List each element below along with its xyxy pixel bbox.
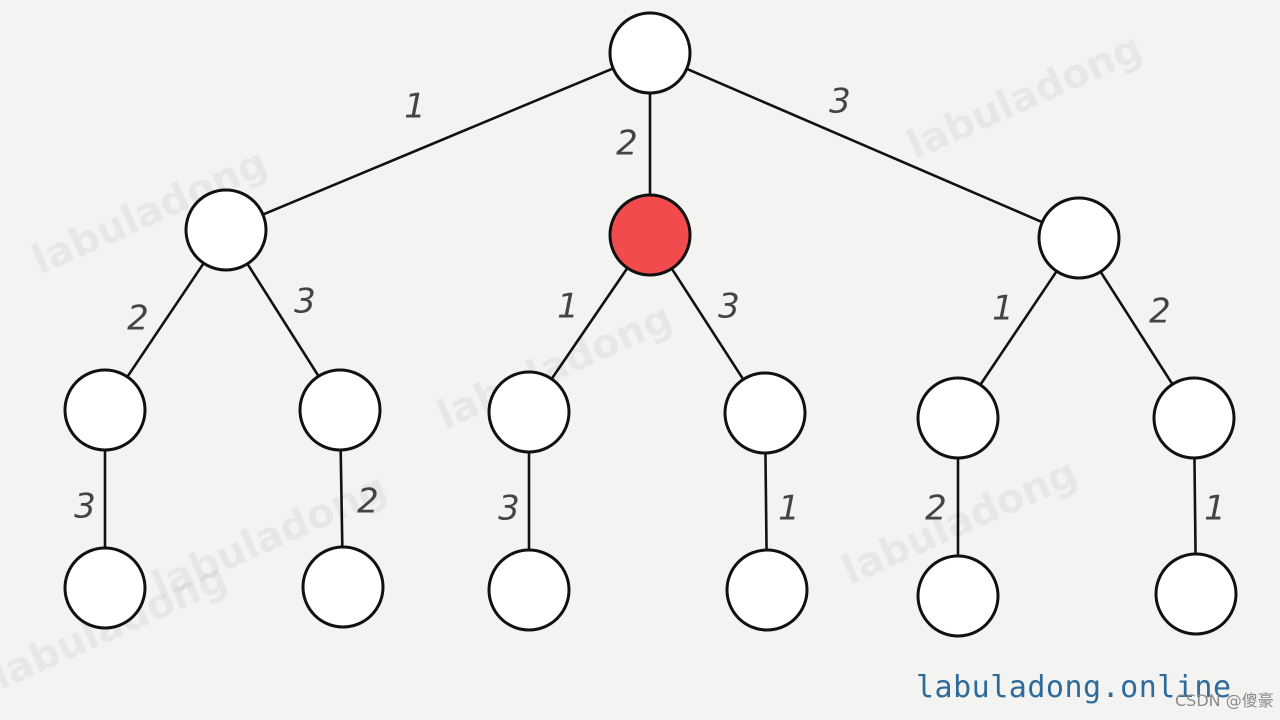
edge-label-n3-n3b: 2: [1149, 292, 1171, 332]
edge-label-n2b-n2b_leaf: 1: [778, 489, 800, 529]
edge-label-root-n3: 3: [829, 82, 851, 122]
edge-label-n1-n1a: 2: [127, 299, 149, 339]
edge-label-n1a-n1a_leaf: 3: [74, 487, 96, 527]
credit-text: CSDN @傻豪: [1175, 691, 1274, 710]
tree-node-n3b: [1152, 376, 1236, 460]
tree-node-n1b_leaf: [301, 545, 385, 629]
tree-node-root: [608, 11, 692, 95]
edge-n3b-n3b_leaf: [1193, 456, 1197, 556]
tree-node-n3a: [916, 376, 1000, 460]
tree-node-n1b: [298, 368, 382, 452]
tree-node-n2a_leaf: [487, 548, 571, 632]
tree-node-n2b_leaf: [725, 548, 809, 632]
edge-label-n1b-n1b_leaf: 2: [357, 482, 379, 522]
tree-node-n2b: [723, 371, 807, 455]
edge-n1-n1b: [246, 262, 320, 378]
edge-n1b-n1b_leaf: [339, 448, 344, 549]
tree-node-n1a: [63, 368, 147, 452]
edge-label-n3a-n3a_leaf: 2: [925, 489, 947, 529]
edge-label-n3b-n3b_leaf: 1: [1204, 489, 1226, 529]
edge-label-n1-n1b: 3: [294, 282, 316, 322]
edge-label-root-n1: 1: [404, 87, 426, 127]
tree-node-n1a_leaf: [63, 546, 147, 630]
edge-n3-n3b: [1099, 270, 1174, 386]
site-url: labuladong.online: [916, 670, 1232, 705]
edge-label-root-n2: 2: [616, 124, 638, 164]
edge-n1-n1a: [126, 261, 205, 379]
edge-n2b-n2b_leaf: [764, 451, 768, 552]
edge-n3-n3a: [979, 269, 1058, 387]
edge-n2-n2a: [550, 266, 629, 381]
edge-root-n1: [261, 67, 615, 216]
edge-label-n3-n3a: 1: [992, 289, 1014, 329]
edge-label-n2-n2b: 3: [718, 287, 740, 327]
edge-root-n3: [685, 67, 1044, 224]
watermark: labuladong: [900, 25, 1149, 169]
tree-node-n2a: [487, 370, 571, 454]
tree-node-n1: [184, 188, 268, 272]
edge-label-n2-n2a: 1: [557, 287, 579, 327]
edge-label-n2a-n2a_leaf: 3: [498, 489, 520, 529]
tree-node-n3: [1037, 196, 1121, 280]
edge-n2-n2b: [670, 267, 745, 381]
tree-node-n2-highlighted: [608, 193, 692, 277]
tree-node-n3b_leaf: [1154, 552, 1238, 636]
tree-node-n3a_leaf: [916, 554, 1000, 638]
